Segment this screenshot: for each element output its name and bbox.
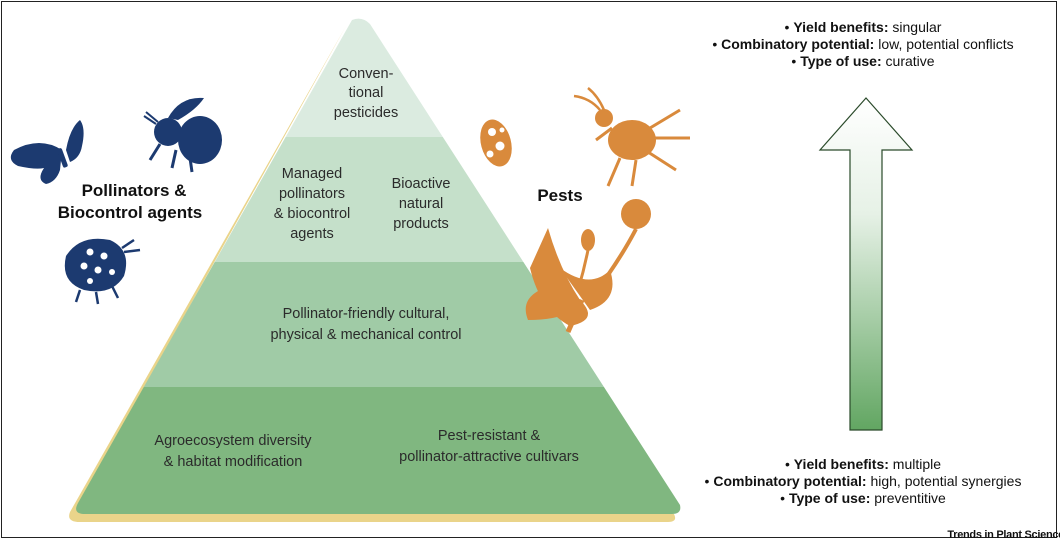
tier-4-right-line-2: pollinator-attractive cultivars [399, 449, 579, 465]
tier-1-line-2: tional [349, 85, 384, 101]
tier-4-left-line-2: & habitat modification [164, 454, 303, 470]
yield-arrow [818, 97, 914, 431]
tier-3-line-1: Pollinator-friendly cultural, [283, 306, 450, 322]
tier-2-left-line-3: & biocontrol [274, 206, 351, 222]
tier-2-left-line-4: agents [290, 226, 334, 242]
right-label: Pests [537, 186, 582, 205]
left-label-line-1: Pollinators & [82, 181, 187, 200]
tier-1-line-1: Conven- [339, 66, 394, 82]
bottom-info-combinatory: • Combinatory potential: high, potential… [704, 473, 1022, 489]
tier-2-right-line-1: Bioactive [392, 176, 451, 192]
tier-4-right-line-1: Pest-resistant & [438, 428, 541, 444]
bottom-info-block: • Yield benefits: multiple • Combinatory… [648, 456, 1060, 507]
tier-3-line-2: physical & mechanical control [270, 327, 461, 343]
butterfly-icon [10, 120, 84, 184]
tier-4-left-line-1: Agroecosystem diversity [154, 433, 312, 449]
ladybug-icon [64, 238, 141, 305]
top-info-use: • Type of use: curative [791, 53, 935, 69]
tier-4-band [76, 387, 681, 515]
bottom-info-use: • Type of use: preventitive [780, 490, 946, 506]
tier-2-left-line-2: pollinators [279, 186, 345, 202]
tier-1-line-3: pesticides [334, 105, 398, 121]
tier-2-right-line-2: natural [399, 196, 443, 212]
top-info-block: • Yield benefits: singular • Combinatory… [648, 19, 1060, 70]
top-info-combinatory: • Combinatory potential: low, potential … [712, 36, 1014, 52]
bottom-info-yield: • Yield benefits: multiple [784, 456, 942, 472]
tier-2-left-line-1: Managed [282, 166, 342, 182]
top-info-yield: • Yield benefits: singular [784, 19, 942, 35]
tier-2-right-line-3: products [393, 216, 449, 232]
aphid-icon [573, 87, 690, 187]
mite-icon [480, 119, 512, 167]
bumblebee-icon [143, 97, 222, 173]
left-label-line-2: Biocontrol agents [58, 203, 203, 222]
dandelion-icon [525, 199, 651, 334]
journal-credit: Trends in Plant Science [947, 529, 1060, 541]
